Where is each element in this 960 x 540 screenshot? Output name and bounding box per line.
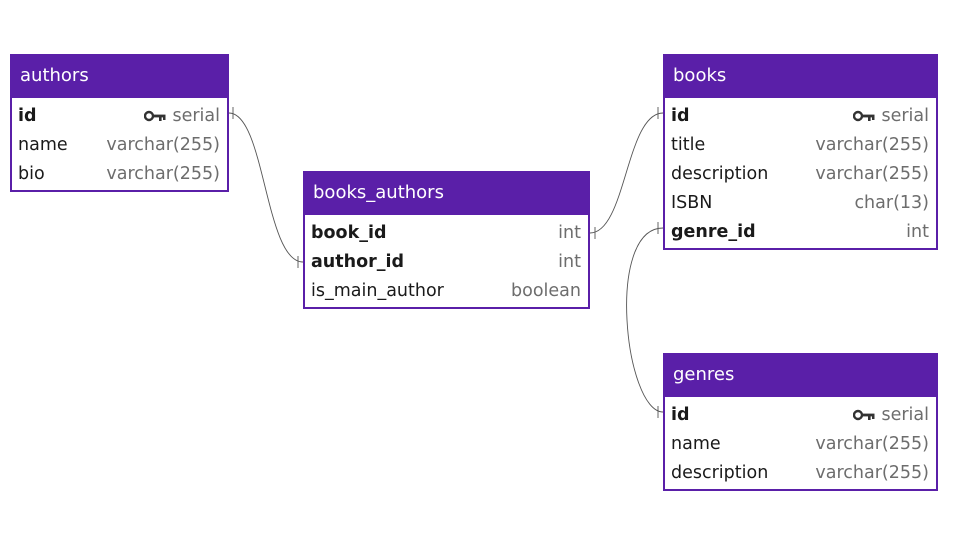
- column-name: author_id: [311, 251, 405, 272]
- column-type: varchar(255): [106, 134, 220, 155]
- column-type: serial: [881, 105, 929, 126]
- table-genres[interactable]: genres id serial name varchar(255) descr…: [663, 353, 938, 491]
- column-type: varchar(255): [815, 134, 929, 155]
- column-name: description: [671, 163, 769, 184]
- column-type: varchar(255): [815, 462, 929, 483]
- column-row-bio[interactable]: bio varchar(255): [12, 159, 227, 188]
- relation-authors-books-authors: [228, 112, 304, 263]
- column-row-id[interactable]: id serial: [665, 400, 936, 429]
- table-books[interactable]: books id serial title varchar(255) descr…: [663, 54, 938, 250]
- column-type: int: [906, 221, 929, 242]
- column-type: char(13): [854, 192, 929, 213]
- column-row-title[interactable]: title varchar(255): [665, 130, 936, 159]
- column-row-author-id[interactable]: author_id int: [305, 247, 588, 276]
- column-name: id: [18, 105, 37, 126]
- column-type: varchar(255): [815, 433, 929, 454]
- column-name: ISBN: [671, 192, 713, 213]
- key-icon: [853, 409, 875, 420]
- key-icon: [144, 110, 166, 121]
- column-type: serial: [172, 105, 220, 126]
- column-row-description[interactable]: description varchar(255): [665, 159, 936, 188]
- relation-books-books-authors: [589, 112, 664, 234]
- column-row-name[interactable]: name varchar(255): [665, 429, 936, 458]
- column-row-id[interactable]: id serial: [12, 101, 227, 130]
- column-row-genre-id[interactable]: genre_id int: [665, 217, 936, 246]
- table-books-authors[interactable]: books_authors book_id int author_id int …: [303, 171, 590, 309]
- column-row-is-main-author[interactable]: is_main_author boolean: [305, 276, 588, 305]
- table-title: genres: [665, 355, 936, 397]
- column-type: varchar(255): [106, 163, 220, 184]
- column-name: name: [671, 433, 721, 454]
- column-type: int: [558, 251, 581, 272]
- table-title: books: [665, 56, 936, 98]
- column-row-id[interactable]: id serial: [665, 101, 936, 130]
- column-name: title: [671, 134, 706, 155]
- column-name: id: [671, 404, 690, 425]
- column-type: varchar(255): [815, 163, 929, 184]
- column-row-description[interactable]: description varchar(255): [665, 458, 936, 487]
- column-row-isbn[interactable]: ISBN char(13): [665, 188, 936, 217]
- table-title: books_authors: [305, 173, 588, 215]
- column-type: int: [558, 222, 581, 243]
- column-type: serial: [881, 404, 929, 425]
- relation-books-genres: [626, 227, 664, 413]
- column-row-name[interactable]: name varchar(255): [12, 130, 227, 159]
- column-name: id: [671, 105, 690, 126]
- column-row-book-id[interactable]: book_id int: [305, 218, 588, 247]
- table-authors[interactable]: authors id serial name varchar(255) bio …: [10, 54, 229, 192]
- column-name: name: [18, 134, 68, 155]
- column-name: is_main_author: [311, 280, 444, 301]
- column-name: description: [671, 462, 769, 483]
- table-title: authors: [12, 56, 227, 98]
- column-type: boolean: [511, 280, 581, 301]
- key-icon: [853, 110, 875, 121]
- column-name: book_id: [311, 222, 387, 243]
- column-name: genre_id: [671, 221, 756, 242]
- column-name: bio: [18, 163, 45, 184]
